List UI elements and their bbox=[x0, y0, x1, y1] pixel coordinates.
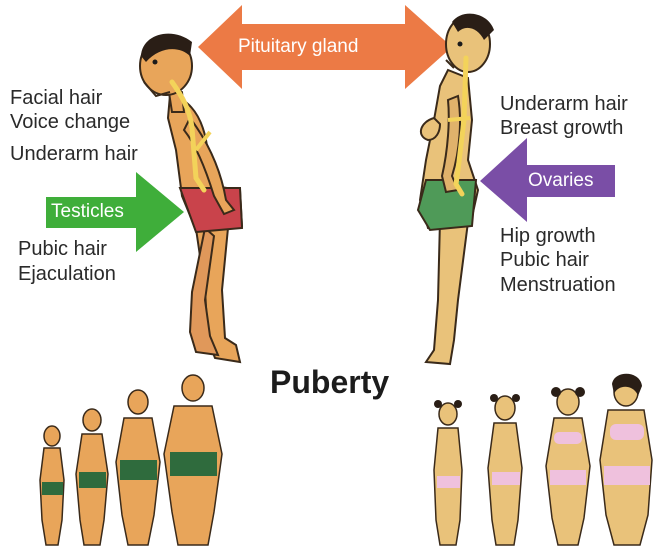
male-change-facial-hair: Facial hair bbox=[10, 86, 102, 110]
boy-figure-2 bbox=[76, 409, 108, 545]
girl-figure-1 bbox=[434, 400, 462, 545]
boy-figure-1 bbox=[40, 426, 64, 545]
male-change-voice: Voice change bbox=[10, 110, 130, 134]
female-change-underarm-hair: Underarm hair bbox=[500, 92, 628, 116]
girl-figure-4 bbox=[600, 374, 652, 545]
girl-figure-2 bbox=[488, 394, 522, 545]
boy-figure-3 bbox=[116, 390, 160, 545]
female-change-breast-growth: Breast growth bbox=[500, 116, 623, 140]
testicles-label: Testicles bbox=[51, 201, 124, 223]
male-change-underarm-hair: Underarm hair bbox=[10, 142, 138, 166]
female-change-pubic-hair: Pubic hair bbox=[500, 248, 589, 272]
boy-figure-4 bbox=[164, 375, 222, 545]
pituitary-gland-label: Pituitary gland bbox=[238, 36, 358, 58]
girls-growth-sequence bbox=[434, 374, 652, 545]
boys-growth-sequence bbox=[40, 375, 222, 545]
ovaries-label: Ovaries bbox=[528, 170, 593, 192]
female-change-hip-growth: Hip growth bbox=[500, 224, 596, 248]
diagram-title: Puberty bbox=[270, 364, 389, 401]
male-change-pubic-hair: Pubic hair bbox=[18, 237, 107, 261]
female-change-menstruation: Menstruation bbox=[500, 273, 616, 297]
male-change-ejaculation: Ejaculation bbox=[18, 262, 116, 286]
girl-figure-3 bbox=[546, 387, 590, 545]
